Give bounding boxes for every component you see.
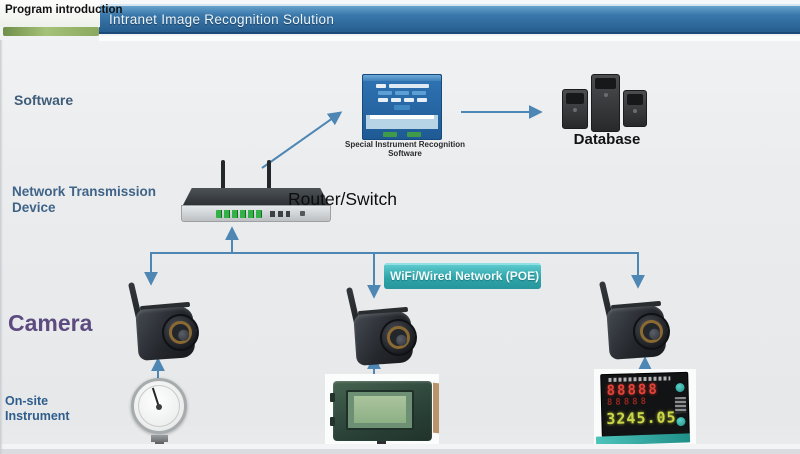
gauge-face	[138, 385, 180, 427]
router-side-port	[300, 211, 305, 216]
software-ui-list	[366, 115, 438, 129]
ip-camera-icon-2	[342, 286, 419, 370]
camera-lens	[631, 311, 672, 352]
ip-camera-icon-3	[595, 280, 672, 364]
camera-lens-ring	[386, 325, 411, 350]
software-screenshot	[362, 74, 442, 140]
panel-knob	[330, 417, 335, 426]
router-label: Router/Switch	[288, 189, 397, 209]
server-tower-right	[623, 90, 647, 127]
camera-lens	[160, 312, 201, 353]
meter-body: 88888 88888 3245.05	[600, 371, 690, 438]
software-ui-button	[394, 105, 410, 110]
left-edge-shadow	[0, 40, 3, 454]
database-label: Database	[573, 131, 641, 148]
camera-lens	[378, 317, 419, 358]
panel-body	[330, 381, 432, 441]
router-antenna-left	[221, 160, 225, 190]
gauge-dial	[131, 378, 187, 434]
camera-lens-ring	[639, 319, 664, 344]
panel-screen	[346, 390, 414, 430]
row-label-network-line1: Network Transmission	[12, 184, 157, 199]
router-ports-leds	[216, 210, 262, 218]
footer-strip-light	[0, 444, 800, 449]
software-ui-titlebar	[363, 75, 441, 81]
camera-body	[353, 311, 419, 366]
top-strip	[0, 0, 800, 5]
row-label-network-line2: Device	[12, 200, 56, 215]
database-servers-icon	[560, 74, 652, 136]
camera-lens-pupil	[177, 329, 190, 342]
router-front	[181, 205, 331, 222]
gauge-collar	[151, 435, 168, 442]
row-label-instrument-line1: On-site	[5, 394, 49, 408]
software-caption: Special Instrument Recognition Software	[344, 140, 465, 158]
server-tower-middle	[591, 74, 620, 132]
router-ports-dark	[270, 211, 290, 217]
camera-lens-ring	[168, 320, 193, 345]
row-label-instrument-line2: Instrument	[5, 409, 70, 423]
panel-knob	[330, 393, 335, 402]
ip-camera-icon-1	[124, 281, 201, 365]
footer-strip-dark	[0, 449, 800, 454]
row-label-network-device: Network Transmission Device	[12, 184, 156, 216]
router-switch-icon	[181, 160, 333, 224]
server-tower-left	[562, 89, 588, 129]
digital-meter-icon: 88888 88888 3245.05	[594, 369, 696, 450]
panel-side-strip	[433, 382, 439, 434]
camera-lens-pupil	[395, 334, 408, 347]
camera-body	[135, 306, 201, 361]
tab-active-underline	[3, 27, 99, 36]
network-type-badge: WiFi/Wired Network (POE)	[384, 263, 541, 289]
meter-grill	[674, 396, 687, 414]
software-ui-row	[363, 98, 441, 102]
row-label-onsite-instrument: On-site Instrument	[5, 394, 70, 424]
router-antenna-right	[267, 160, 271, 190]
meter-nameplate	[608, 376, 671, 382]
software-ui-row	[363, 84, 441, 88]
camera-lens-pupil	[648, 328, 661, 341]
camera-body	[606, 305, 672, 360]
router-top	[183, 188, 329, 205]
hmi-panel-icon	[325, 374, 439, 450]
row-label-software: Software	[14, 92, 74, 108]
software-ui-row	[363, 91, 441, 95]
title-bar-lower-strip	[99, 36, 800, 41]
pressure-gauge-icon	[130, 376, 192, 452]
gauge-hub	[156, 404, 162, 410]
tab-program-introduction[interactable]: Program introduction	[0, 0, 123, 27]
page-title: Intranet Image Recognition Solution	[109, 12, 335, 27]
title-bar: Intranet Image Recognition Solution	[99, 4, 800, 34]
software-ui-actions	[363, 132, 441, 137]
row-label-camera: Camera	[8, 310, 93, 336]
